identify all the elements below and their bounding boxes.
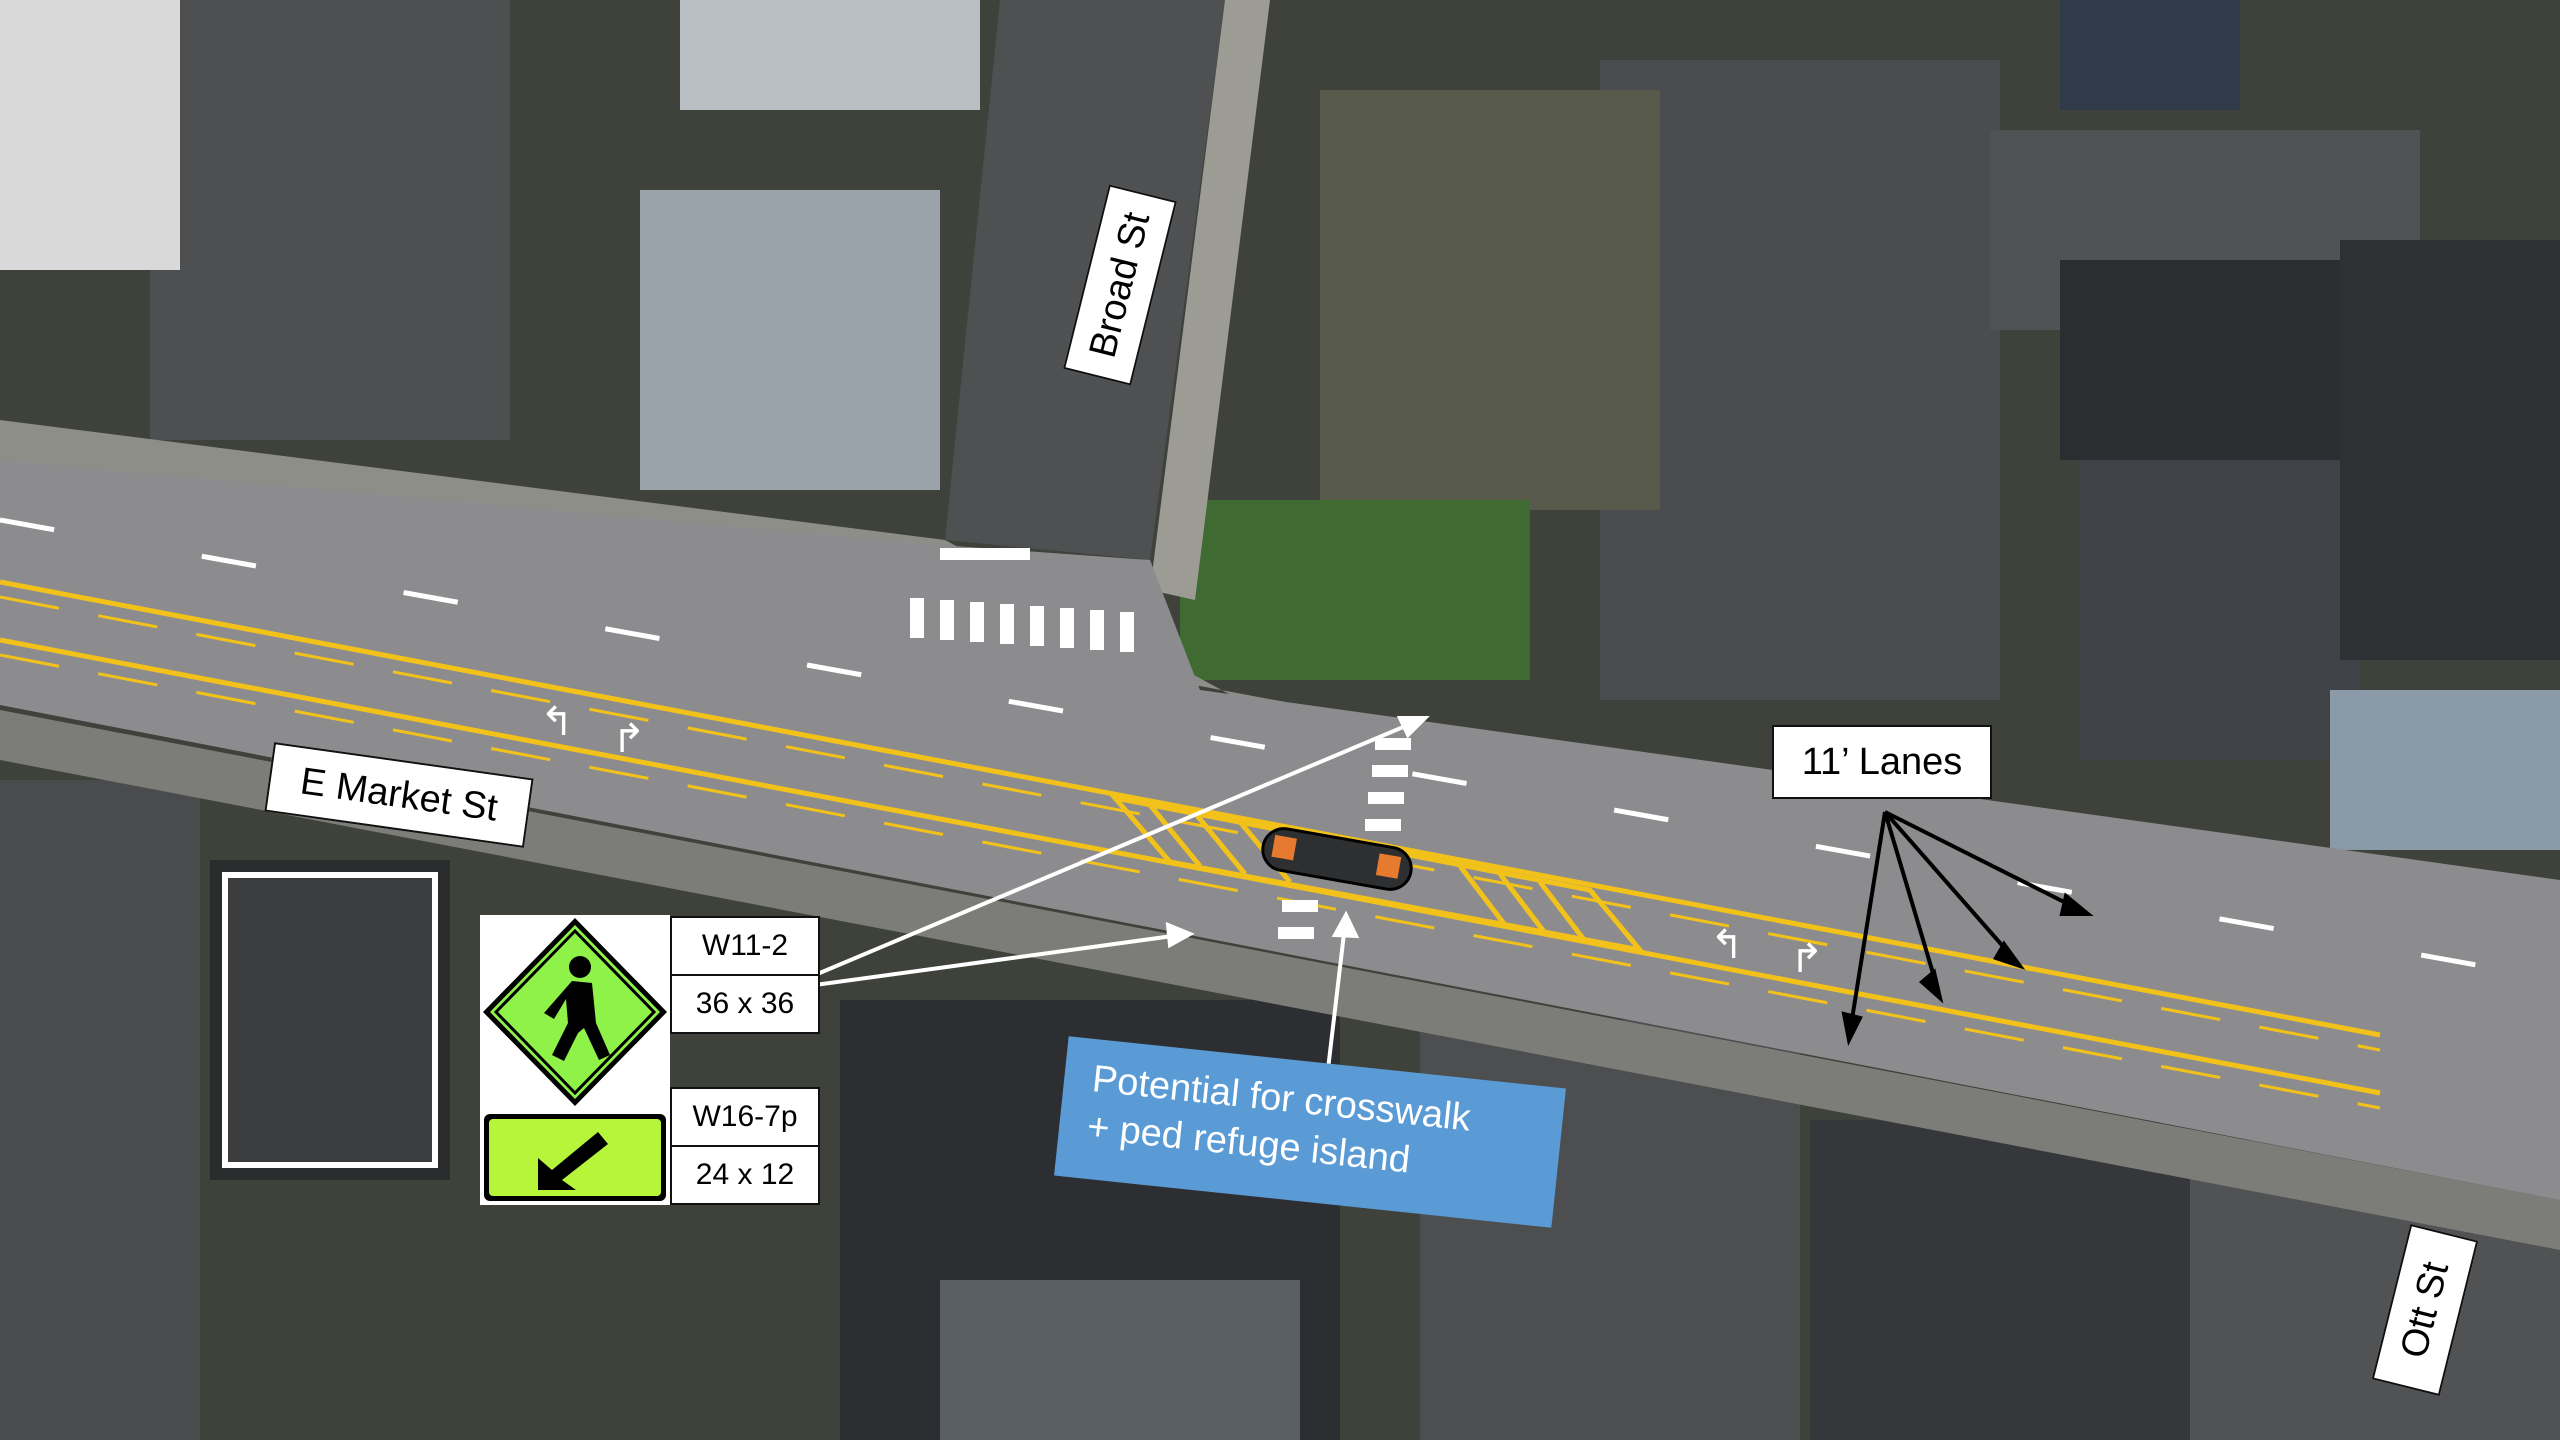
building-ne-4 [2340, 240, 2560, 660]
crosswalk-broad [910, 548, 1134, 652]
centerline-2b [0, 653, 2381, 1110]
parking-lot-nw [150, 0, 510, 440]
turn-arrow-4: ↱ [1790, 936, 1824, 982]
lane-width-arrows [1841, 810, 2094, 1047]
arrow-plaque-code-text: W16-7p [692, 1100, 798, 1133]
turn-arrow-2: ↱ [612, 716, 646, 762]
arrow-plaque-code: W16-7p [670, 1087, 820, 1147]
arrow-plaque-size: 24 x 12 [670, 1145, 820, 1205]
building-s-roof [940, 1280, 1300, 1440]
building-ne-2 [2060, 260, 2340, 460]
street-label-ott-text: Ott St [2392, 1257, 2457, 1363]
building-nw-roof [680, 0, 980, 110]
building-broad-corner [1320, 90, 1660, 510]
pedestrian-sign-size-text: 36 x 36 [695, 987, 795, 1020]
turn-arrow-1: ↰ [540, 699, 574, 745]
lane-line-north [0, 517, 2560, 983]
building-nw-house [640, 190, 940, 490]
arrow-plaque-panel [480, 1110, 670, 1205]
building-ne-5 [2330, 690, 2560, 850]
lanes-label-text: 11’ Lanes [1801, 740, 1963, 783]
centerline-1a [0, 579, 2381, 1038]
street-label-market-text: E Market St [297, 759, 501, 830]
building-nw-1 [0, 0, 180, 270]
centerline-1b [0, 595, 2381, 1052]
pedestrian-sign-code: W11-2 [670, 916, 820, 976]
lanes-label: 11’ Lanes [1772, 725, 1992, 799]
parking-lot-sw [0, 780, 200, 1440]
building-ne-1 [2060, 0, 2240, 110]
pedestrian-crossing-icon [483, 918, 667, 1106]
midblock-crosswalk [1278, 738, 1411, 939]
pedestrian-sign-panel [480, 915, 670, 1110]
pedestrian-sign-size: 36 x 36 [670, 974, 820, 1034]
turn-arrow-3: ↰ [1710, 922, 1744, 968]
broad-st-sidewalk [1150, 0, 1270, 600]
refuge-island [1261, 827, 1413, 891]
arrow-plaque-size-text: 24 x 12 [695, 1158, 795, 1191]
building-se [1810, 1120, 2190, 1440]
building-sw-1-inner [222, 872, 438, 1168]
lawn-north [1180, 500, 1530, 680]
south-sidewalk [0, 710, 2560, 1250]
diagonal-arrow-icon [484, 1114, 666, 1201]
building-ne-3 [2080, 460, 2360, 760]
pedestrian-sign-code-text: W11-2 [701, 929, 789, 962]
parking-lot-ne [1600, 60, 2000, 700]
